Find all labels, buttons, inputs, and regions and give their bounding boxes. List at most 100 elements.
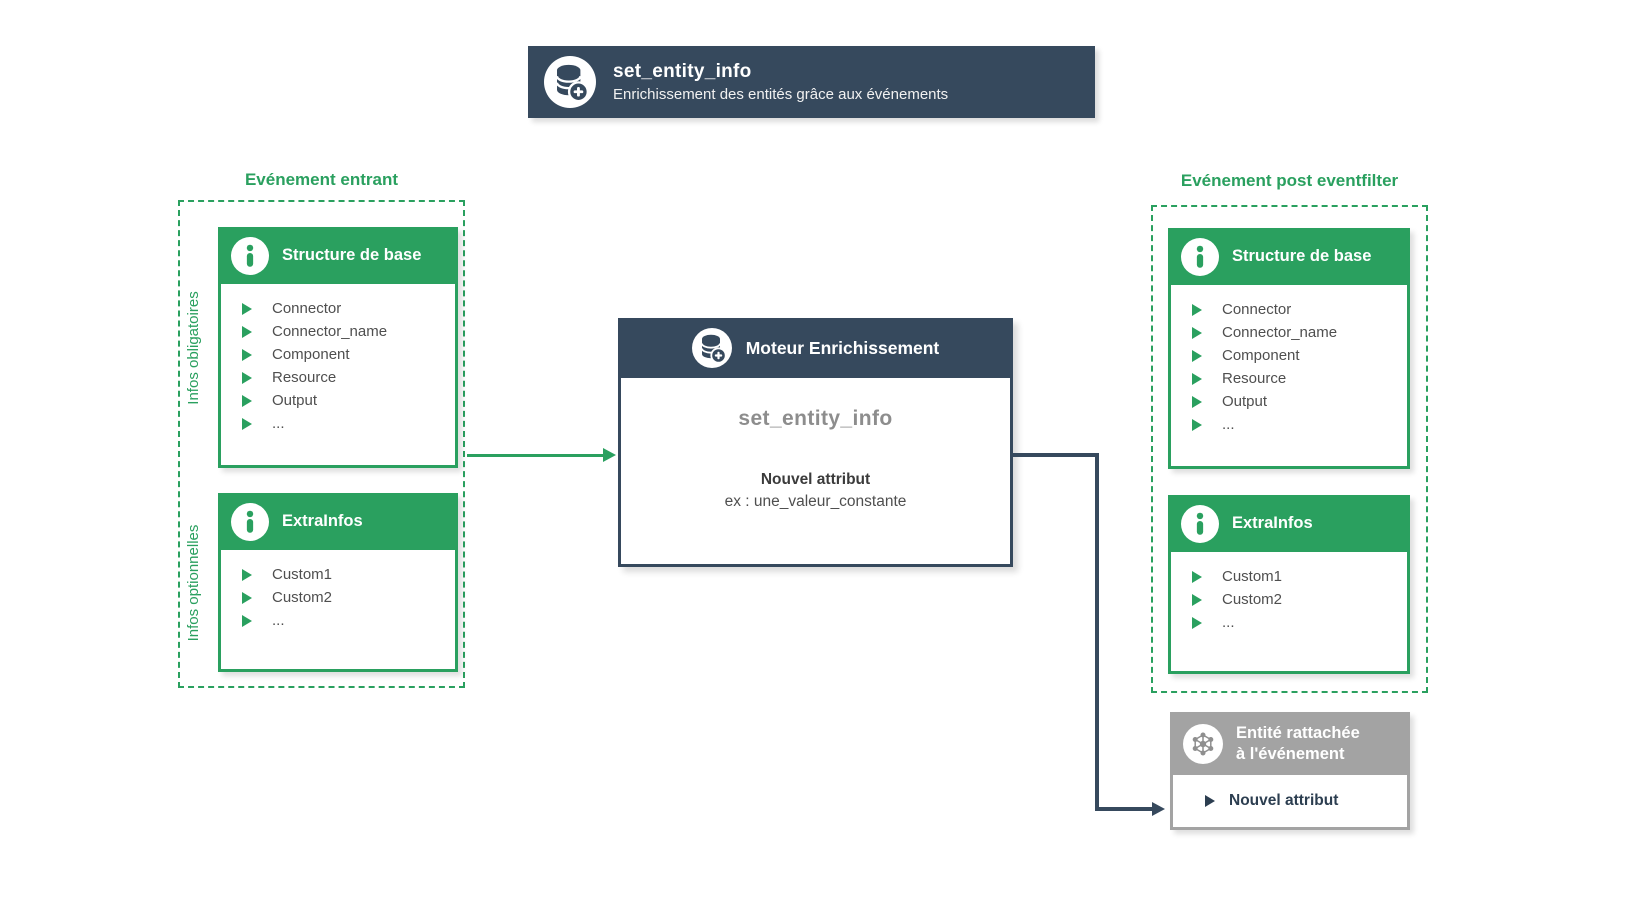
list-item-label: Custom1: [1222, 568, 1283, 585]
attached-entity-label: Entité rattachée à l'événement: [1236, 723, 1360, 763]
triangle-bullet-icon: [1192, 326, 1202, 339]
engine-name: set_entity_info: [738, 407, 893, 430]
box-header-label: ExtraInfos: [282, 512, 363, 530]
arrow-line-incoming: [467, 453, 604, 457]
attached-entity-label-line2: à l'événement: [1236, 744, 1345, 763]
list-item: Component: [221, 343, 455, 366]
list-item: Custom2: [1171, 588, 1407, 611]
list-item-label: ...: [272, 415, 285, 432]
engine-body: set_entity_info Nouvel attribut ex : une…: [618, 378, 1013, 567]
list-item: Connector_name: [221, 320, 455, 343]
triangle-bullet-icon: [242, 325, 252, 338]
box-header-label: Structure de base: [282, 246, 422, 264]
triangle-bullet-icon: [242, 348, 252, 361]
post-eventfilter-title: Evénement post eventfilter: [1180, 171, 1399, 190]
attached-entity-header: Entité rattachée à l'événement: [1170, 712, 1410, 775]
box-header-label: ExtraInfos: [1232, 514, 1313, 532]
list-item: Output: [221, 389, 455, 412]
list-item-label: Resource: [1222, 370, 1287, 387]
list-item-label: ...: [1222, 614, 1235, 631]
list-item: Custom1: [221, 563, 455, 586]
list-item: Output: [1171, 390, 1407, 413]
connector-segment-vertical: [1095, 453, 1099, 811]
connector-segment-horizontal-top: [1013, 453, 1099, 457]
triangle-bullet-icon: [242, 568, 252, 581]
triangle-bullet-icon: [242, 417, 252, 430]
info-icon: [1181, 237, 1219, 276]
engine-attr-title: Nouvel attribut: [760, 471, 871, 488]
list-item: Connector_name: [1171, 321, 1407, 344]
triangle-bullet-icon: [1192, 593, 1202, 606]
box-header-label: Structure de base: [1232, 247, 1372, 265]
banner-title: set_entity_info: [613, 61, 752, 82]
banner: set_entity_info Enrichissement des entit…: [528, 46, 1095, 118]
triangle-bullet-icon: [242, 371, 252, 384]
list-item: Component: [1171, 344, 1407, 367]
attached-entity-box: Entité rattachée à l'événement Nouvel at…: [1170, 712, 1410, 830]
triangle-bullet-icon: [1192, 303, 1202, 316]
list-item-label: ...: [1222, 416, 1235, 433]
left-extrainfos-header: ExtraInfos: [218, 493, 458, 550]
list-item-label: Custom1: [272, 566, 333, 583]
engine-box: Moteur Enrichissement set_entity_info No…: [618, 318, 1013, 567]
attached-entity-item: Nouvel attribut: [1229, 792, 1339, 809]
info-icon: [231, 236, 269, 275]
list-item-label: Connector: [272, 300, 342, 317]
triangle-bullet-icon: [1192, 570, 1202, 583]
list-item-label: Resource: [272, 369, 337, 386]
left-structure-header: Structure de base: [218, 227, 458, 284]
engine-attr-example: ex : une_valeur_constante: [724, 493, 907, 510]
list-item: Custom1: [1171, 565, 1407, 588]
attached-entity-body: Nouvel attribut: [1170, 775, 1410, 830]
banner-subtitle: Enrichissement des entités grâce aux évé…: [613, 86, 949, 103]
list-item-label: Component: [272, 346, 350, 363]
right-extrainfos-header: ExtraInfos: [1168, 495, 1410, 552]
list-item-label: Connector_name: [1222, 324, 1338, 341]
post-eventfilter-dashed-container: [1151, 205, 1428, 693]
triangle-bullet-icon: [242, 614, 252, 627]
arrowhead-incoming: [603, 448, 616, 462]
list-item: Connector: [221, 297, 455, 320]
attached-entity-label-line1: Entité rattachée: [1236, 724, 1360, 743]
incoming-event-dashed-container: [178, 200, 465, 688]
list-item: Custom2: [221, 586, 455, 609]
engine-header: Moteur Enrichissement: [618, 318, 1013, 378]
database-add-icon: [544, 56, 596, 108]
list-item-label: Output: [1222, 393, 1268, 410]
list-item: ...: [1171, 611, 1407, 634]
side-label-mandatory: Infos obligatoires: [185, 291, 202, 405]
list-item-label: Connector: [1222, 301, 1292, 318]
cluster-icon: [1183, 723, 1223, 764]
triangle-bullet-icon: [1192, 349, 1202, 362]
list-item-label: ...: [272, 612, 285, 629]
right-structure-header: Structure de base: [1168, 228, 1410, 285]
triangle-bullet-icon: [1192, 616, 1202, 629]
side-label-optional: Infos optionnelles: [185, 524, 202, 642]
incoming-event-title: Evénement entrant: [244, 170, 399, 189]
connector-segment-horizontal-bottom: [1095, 807, 1153, 811]
database-add-icon: [691, 328, 732, 368]
banner-text: set_entity_info Enrichissement des entit…: [613, 61, 948, 103]
list-item: Resource: [1171, 367, 1407, 390]
engine-header-label: Moteur Enrichissement: [745, 337, 940, 358]
triangle-bullet-icon: [1205, 795, 1215, 807]
list-item-label: Custom2: [1222, 591, 1283, 608]
list-item-label: Connector_name: [272, 323, 388, 340]
list-item: ...: [1171, 413, 1407, 436]
list-item-label: Custom2: [272, 589, 333, 606]
triangle-bullet-icon: [1192, 395, 1202, 408]
arrowhead-entity: [1152, 801, 1165, 816]
triangle-bullet-icon: [242, 394, 252, 407]
list-item: Connector: [1171, 298, 1407, 321]
list-item-label: Output: [272, 392, 318, 409]
info-icon: [1181, 504, 1219, 543]
